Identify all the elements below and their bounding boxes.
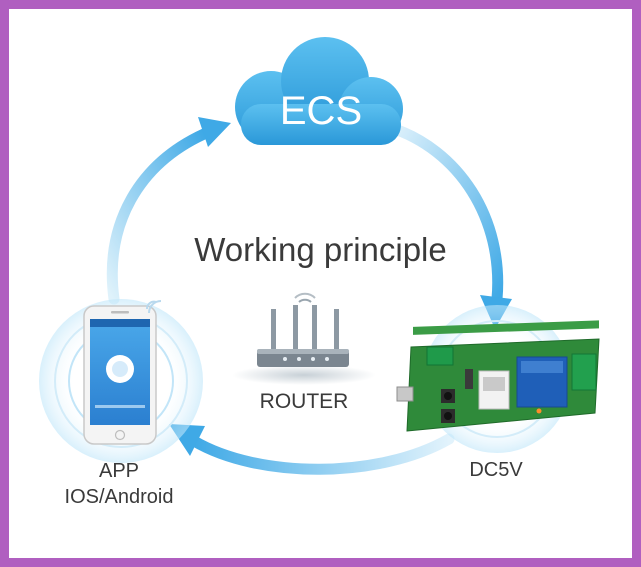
- arrow-app-to-cloud: [106, 117, 231, 305]
- diagram-title: Working principle: [194, 231, 447, 268]
- smartphone-icon: [39, 299, 203, 463]
- cloud-icon: [235, 37, 403, 145]
- arrow-cloud-to-device: [383, 121, 512, 329]
- router-icon: [232, 292, 376, 385]
- wifi-icon: [146, 300, 162, 314]
- cloud-label: ECS: [279, 89, 363, 133]
- router-label: ROUTER: [259, 390, 349, 413]
- app-label: APP IOS/Android: [39, 458, 199, 510]
- device-label: DC5V: [469, 459, 523, 481]
- app-label-line2: IOS/Android: [64, 486, 174, 508]
- app-label-line1: APP: [98, 460, 140, 482]
- relay-board-icon: [396, 305, 600, 453]
- diagram-canvas: [39, 37, 600, 475]
